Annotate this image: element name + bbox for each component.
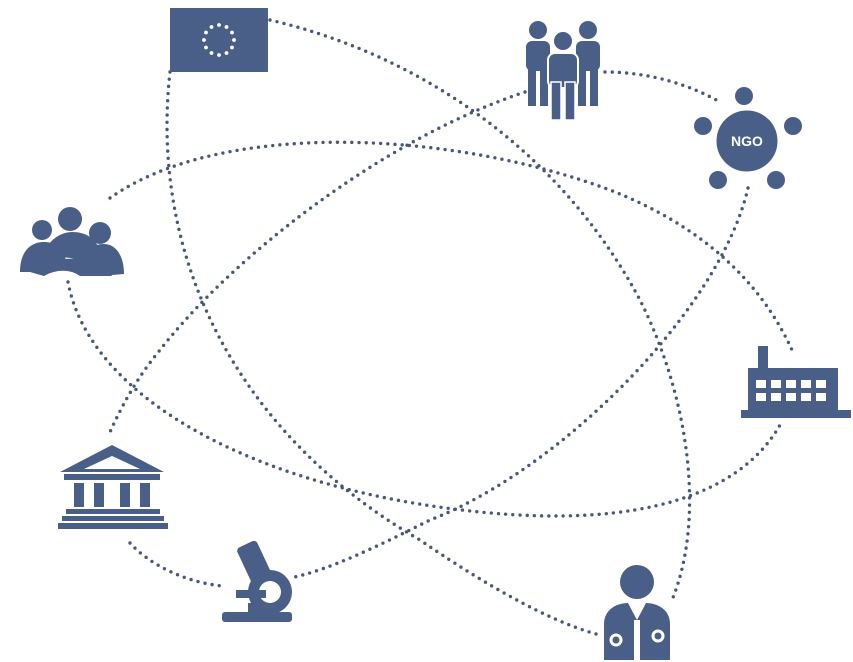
- orbit-people-government: [108, 90, 527, 434]
- ngo-label: NGO: [731, 133, 763, 149]
- microscope-icon: [222, 540, 292, 622]
- ngo-icon: NGO: [694, 87, 802, 189]
- orbit-eu-healthcare-upper: [268, 18, 692, 602]
- factory-icon: [741, 346, 851, 418]
- institution-pediment-cutout: [84, 456, 140, 469]
- eu-flag-icon: [170, 8, 268, 72]
- orbit-eu-healthcare: [165, 70, 602, 637]
- orbit-government-microscope: [128, 541, 224, 588]
- patients-care-icon: [20, 207, 124, 276]
- orbit-people-ngo: [603, 70, 722, 104]
- eu-stars: [202, 23, 236, 57]
- orbit-ngo-microscope: [288, 186, 750, 580]
- orbit-patients-factory-lower: [66, 280, 782, 518]
- group-of-people-icon: [526, 21, 600, 121]
- orbit-patients-factory: [108, 140, 794, 352]
- connector-lines: [66, 18, 794, 637]
- doctor-icon: [604, 565, 670, 660]
